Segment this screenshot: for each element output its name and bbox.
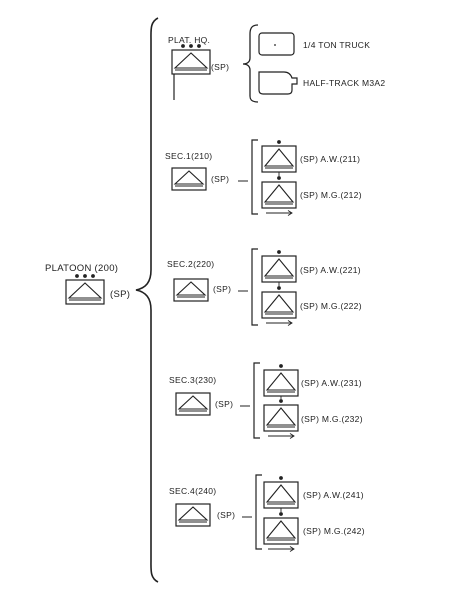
mg-squad-label: (SP) M.G.(232) <box>301 414 363 424</box>
hq-sp: (SP) <box>211 62 230 72</box>
unit-frame <box>263 517 299 545</box>
aw-squad-label: (SP) A.W.(221) <box>300 265 361 275</box>
half-track-icon <box>258 71 298 95</box>
unit-frame <box>175 503 211 527</box>
unit-triangle <box>173 52 209 69</box>
unit-triangle <box>265 407 297 426</box>
mg-squad-symbol <box>261 286 297 326</box>
arrow-head <box>289 546 295 552</box>
section-sp: (SP) <box>217 510 236 520</box>
unit-triangle <box>173 170 205 185</box>
truck-center-dot <box>274 44 276 46</box>
mg-squad-symbol <box>263 399 299 439</box>
mg-squad-label: (SP) M.G.(222) <box>300 301 362 311</box>
aw-squad-symbol <box>261 140 297 173</box>
echelon-dot <box>277 176 281 180</box>
section-label: SEC.4(240) <box>169 486 217 496</box>
unit-triangle <box>263 258 295 277</box>
platoon-sp: (SP) <box>110 289 131 300</box>
unit-triangle <box>175 281 207 296</box>
echelon-dot <box>75 274 79 278</box>
unit-triangle <box>265 372 297 391</box>
unit-frame <box>173 278 209 302</box>
aw-squad-label: (SP) A.W.(241) <box>303 490 364 500</box>
section-symbol <box>171 167 207 191</box>
unit-frame <box>175 392 211 416</box>
unit-frame <box>65 279 105 305</box>
echelon-dot <box>279 399 283 403</box>
platoon-symbol <box>65 274 105 305</box>
echelon-dot <box>279 364 283 368</box>
arrow-head <box>287 320 293 326</box>
hq-brace <box>242 24 259 103</box>
echelon-dot <box>279 512 283 516</box>
echelon-dot <box>277 286 281 290</box>
unit-triangle <box>265 520 297 539</box>
unit-triangle <box>265 484 297 503</box>
truck-icon <box>258 32 295 56</box>
section-symbol <box>175 392 211 416</box>
truck-label: 1/4 TON TRUCK <box>303 40 371 50</box>
aw-squad-symbol <box>263 364 299 397</box>
section-bracket <box>251 139 258 215</box>
section-sp: (SP) <box>215 399 234 409</box>
aw-squad-label: (SP) A.W.(231) <box>301 378 362 388</box>
platoon-brace <box>135 17 159 583</box>
aw-squad-symbol <box>261 250 297 283</box>
unit-frame <box>261 291 297 319</box>
arrow-head <box>287 210 293 216</box>
unit-triangle <box>67 282 103 299</box>
unit-triangle <box>177 506 209 521</box>
unit-triangle <box>263 294 295 313</box>
echelon-dot <box>91 274 95 278</box>
echelon-dot <box>83 274 87 278</box>
echelon-dot <box>189 44 193 48</box>
section-symbol <box>175 503 211 527</box>
arrow-head <box>289 433 295 439</box>
mg-squad-symbol <box>261 176 297 216</box>
unit-triangle <box>177 395 209 410</box>
unit-frame <box>263 404 299 432</box>
section-label: SEC.3(230) <box>169 375 217 385</box>
echelon-dot <box>181 44 185 48</box>
hq-symbol <box>171 44 211 75</box>
section-label: SEC.2(220) <box>167 259 215 269</box>
mg-squad-symbol <box>263 512 299 552</box>
unit-frame <box>171 167 207 191</box>
section-symbol <box>173 278 209 302</box>
mg-squad-label: (SP) M.G.(242) <box>303 526 365 536</box>
echelon-dot <box>197 44 201 48</box>
echelon-dot <box>277 250 281 254</box>
echelon-dot <box>279 476 283 480</box>
platoon-label: PLATOON (200) <box>45 263 119 274</box>
aw-squad-label: (SP) A.W.(211) <box>300 154 361 164</box>
unit-triangle <box>263 184 295 203</box>
section-sp: (SP) <box>211 174 230 184</box>
unit-frame <box>171 49 211 75</box>
half-track-label: HALF-TRACK M3A2 <box>303 78 386 88</box>
mg-squad-label: (SP) M.G.(212) <box>300 190 362 200</box>
aw-squad-symbol <box>263 476 299 509</box>
unit-frame <box>261 181 297 209</box>
section-bracket <box>251 248 258 326</box>
hq-label: PLAT. HQ. <box>168 35 211 45</box>
echelon-dot <box>277 140 281 144</box>
section-label: SEC.1(210) <box>165 151 213 161</box>
section-bracket <box>253 362 260 439</box>
section-bracket <box>255 474 262 550</box>
section-sp: (SP) <box>213 284 232 294</box>
unit-triangle <box>263 148 295 167</box>
